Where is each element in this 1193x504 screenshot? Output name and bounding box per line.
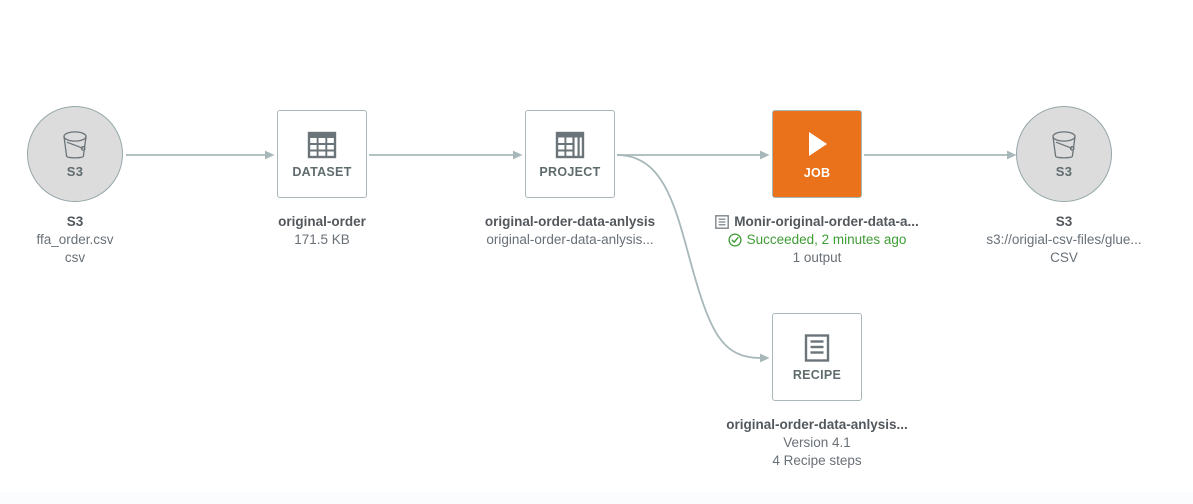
s3-output-format: CSV xyxy=(1050,250,1078,265)
footer-band xyxy=(0,492,1193,504)
node-project[interactable]: PROJECT original-order-data-anlysis orig… xyxy=(450,105,690,249)
dataset-kicker: DATASET xyxy=(292,164,352,179)
project-caption: original-order-data-anlysis original-ord… xyxy=(450,213,690,249)
node-job[interactable]: JOB Monir-original-order-data-a... xyxy=(697,105,937,267)
job-caption: Monir-original-order-data-a... Succeeded… xyxy=(697,213,937,267)
node-shape-wrap: S3 xyxy=(0,105,195,203)
job-list-icon xyxy=(715,215,730,229)
s3-source-format: csv xyxy=(64,250,86,265)
grid-table-icon xyxy=(307,130,337,160)
job-kicker: JOB xyxy=(803,166,831,180)
s3-source-kicker: S3 xyxy=(66,164,84,179)
project-square[interactable]: PROJECT xyxy=(525,110,615,198)
dataset-caption: original-order 171.5 KB xyxy=(202,213,442,249)
node-dataset[interactable]: DATASET original-order 171.5 KB xyxy=(202,105,442,249)
s3-output-caption: S3 s3://origial-csv-files/glue... CSV xyxy=(944,213,1184,267)
recipe-square[interactable]: RECIPE xyxy=(772,313,862,401)
recipe-caption: original-order-data-anlysis... Version 4… xyxy=(697,416,937,470)
recipe-steps: 4 Recipe steps xyxy=(772,453,862,468)
project-title: original-order-data-anlysis xyxy=(484,214,656,229)
s3-output-kicker: S3 xyxy=(1055,164,1073,179)
s3-bucket-icon xyxy=(58,129,92,161)
node-recipe[interactable]: RECIPE original-order-data-anlysis... Ve… xyxy=(697,308,937,470)
s3-source-filename: ffa_order.csv xyxy=(36,232,114,247)
s3-output-title: S3 xyxy=(1055,214,1073,229)
job-title-row: Monir-original-order-data-a... xyxy=(697,213,937,231)
dataset-size: 171.5 KB xyxy=(294,232,350,247)
s3-bucket-icon xyxy=(1047,129,1081,161)
recipe-title: original-order-data-anlysis... xyxy=(726,417,908,432)
recipe-kicker: RECIPE xyxy=(792,367,842,382)
job-status-text: Succeeded, 2 minutes ago xyxy=(746,232,907,247)
s3-output-circle[interactable]: S3 xyxy=(1016,106,1112,202)
node-shape-wrap: S3 xyxy=(944,105,1184,203)
check-circle-icon xyxy=(728,233,742,247)
s3-output-path: s3://origial-csv-files/glue... xyxy=(986,232,1142,247)
project-kicker: PROJECT xyxy=(539,164,601,179)
node-shape-wrap: JOB xyxy=(697,105,937,203)
node-shape-wrap: PROJECT xyxy=(450,105,690,203)
project-grid-panel-icon xyxy=(555,130,585,160)
dataset-title: original-order xyxy=(278,214,366,229)
dataset-square[interactable]: DATASET xyxy=(277,110,367,198)
job-status-row: Succeeded, 2 minutes ago xyxy=(697,231,937,249)
job-output-count: 1 output xyxy=(792,250,842,265)
node-shape-wrap: RECIPE xyxy=(697,308,937,406)
play-triangle-icon xyxy=(801,128,833,160)
recipe-document-icon xyxy=(802,333,832,363)
node-s3-output[interactable]: S3 S3 s3://origial-csv-files/glue... CSV xyxy=(944,105,1184,267)
node-shape-wrap: DATASET xyxy=(202,105,442,203)
node-s3-source[interactable]: S3 S3 ffa_order.csv csv xyxy=(0,105,195,267)
s3-source-circle[interactable]: S3 xyxy=(27,106,123,202)
job-square[interactable]: JOB xyxy=(772,110,862,198)
job-title: Monir-original-order-data-a... xyxy=(734,214,919,229)
project-subtitle: original-order-data-anlysis... xyxy=(486,232,654,247)
recipe-version: Version 4.1 xyxy=(783,435,851,450)
s3-source-caption: S3 ffa_order.csv csv xyxy=(0,213,195,267)
s3-source-title: S3 xyxy=(66,214,84,229)
